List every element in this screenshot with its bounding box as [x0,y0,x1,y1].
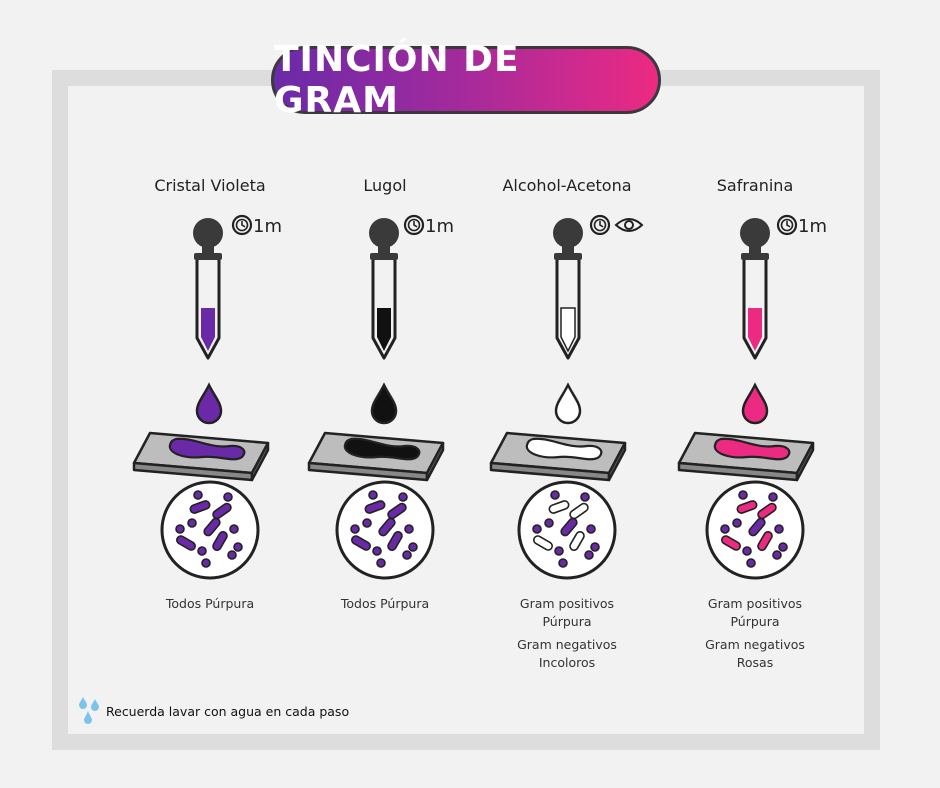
footer-text: Recuerda lavar con agua en cada paso [106,703,350,719]
result-line: Gram positivos [707,596,803,611]
step-title-safranina: Safranina [716,176,794,195]
clock-icon [776,214,798,236]
result-line: Púrpura [730,614,780,629]
dropper-icon [740,218,770,360]
dropper-icon [553,218,583,360]
result-safranina: Gram positivos Púrpura Gram negativos Ro… [655,595,855,672]
microscope-slide [489,431,627,482]
result-line: Gram positivos [519,596,615,611]
result-alcohol-acetona: Gram positivos Púrpura Gram negativos In… [467,595,667,672]
result-line: Rosas [736,655,774,670]
time-label: 1m [425,216,454,237]
clock-icon [589,214,611,236]
step-title-alcohol-acetona: Alcohol-Acetona [502,176,632,195]
time-label: 1m [253,216,282,237]
microscope-view [517,480,617,580]
reagent-drop [554,382,582,425]
result-lugol: Todos Púrpura [285,595,485,613]
result-line: Púrpura [542,614,592,629]
step-title-lugol: Lugol [363,176,407,195]
step-lugol-illustration: 1m [307,214,454,580]
eye-icon [614,218,644,232]
water-drops-icon [79,697,99,724]
step-cristal-violeta-illustration: 1m [132,214,282,580]
clock-icon [403,214,425,236]
microscope-slide [677,431,815,482]
result-line: Incoloros [538,655,596,670]
result-line: Gram negativos [517,637,617,652]
result-line: Gram negativos [705,637,805,652]
result-cristal-violeta: Todos Púrpura [110,595,310,613]
result-line: Todos Púrpura [340,596,430,611]
clock-icon [231,214,253,236]
microscope-slide [307,431,445,482]
dropper-icon [193,218,223,360]
microscope-view [335,480,435,580]
page-title: TINCIÓN DE GRAM [274,39,520,121]
result-line: Todos Púrpura [165,596,255,611]
microscope-view [705,480,805,580]
title-banner: TINCIÓN DE GRAM [271,39,661,121]
microscope-view [160,480,260,580]
step-safranina-illustration: 1m [677,214,827,580]
time-label: 1m [798,216,827,237]
step-alcohol-acetona-illustration [489,214,644,580]
step-title-cristal-violeta: Cristal Violeta [154,176,266,195]
reagent-drop [195,382,223,425]
reagent-drop [370,382,398,425]
microscope-slide [132,431,270,482]
reagent-drop [741,382,769,425]
dropper-icon [369,218,399,360]
footer-note: Recuerda lavar con agua en cada paso [78,694,349,728]
